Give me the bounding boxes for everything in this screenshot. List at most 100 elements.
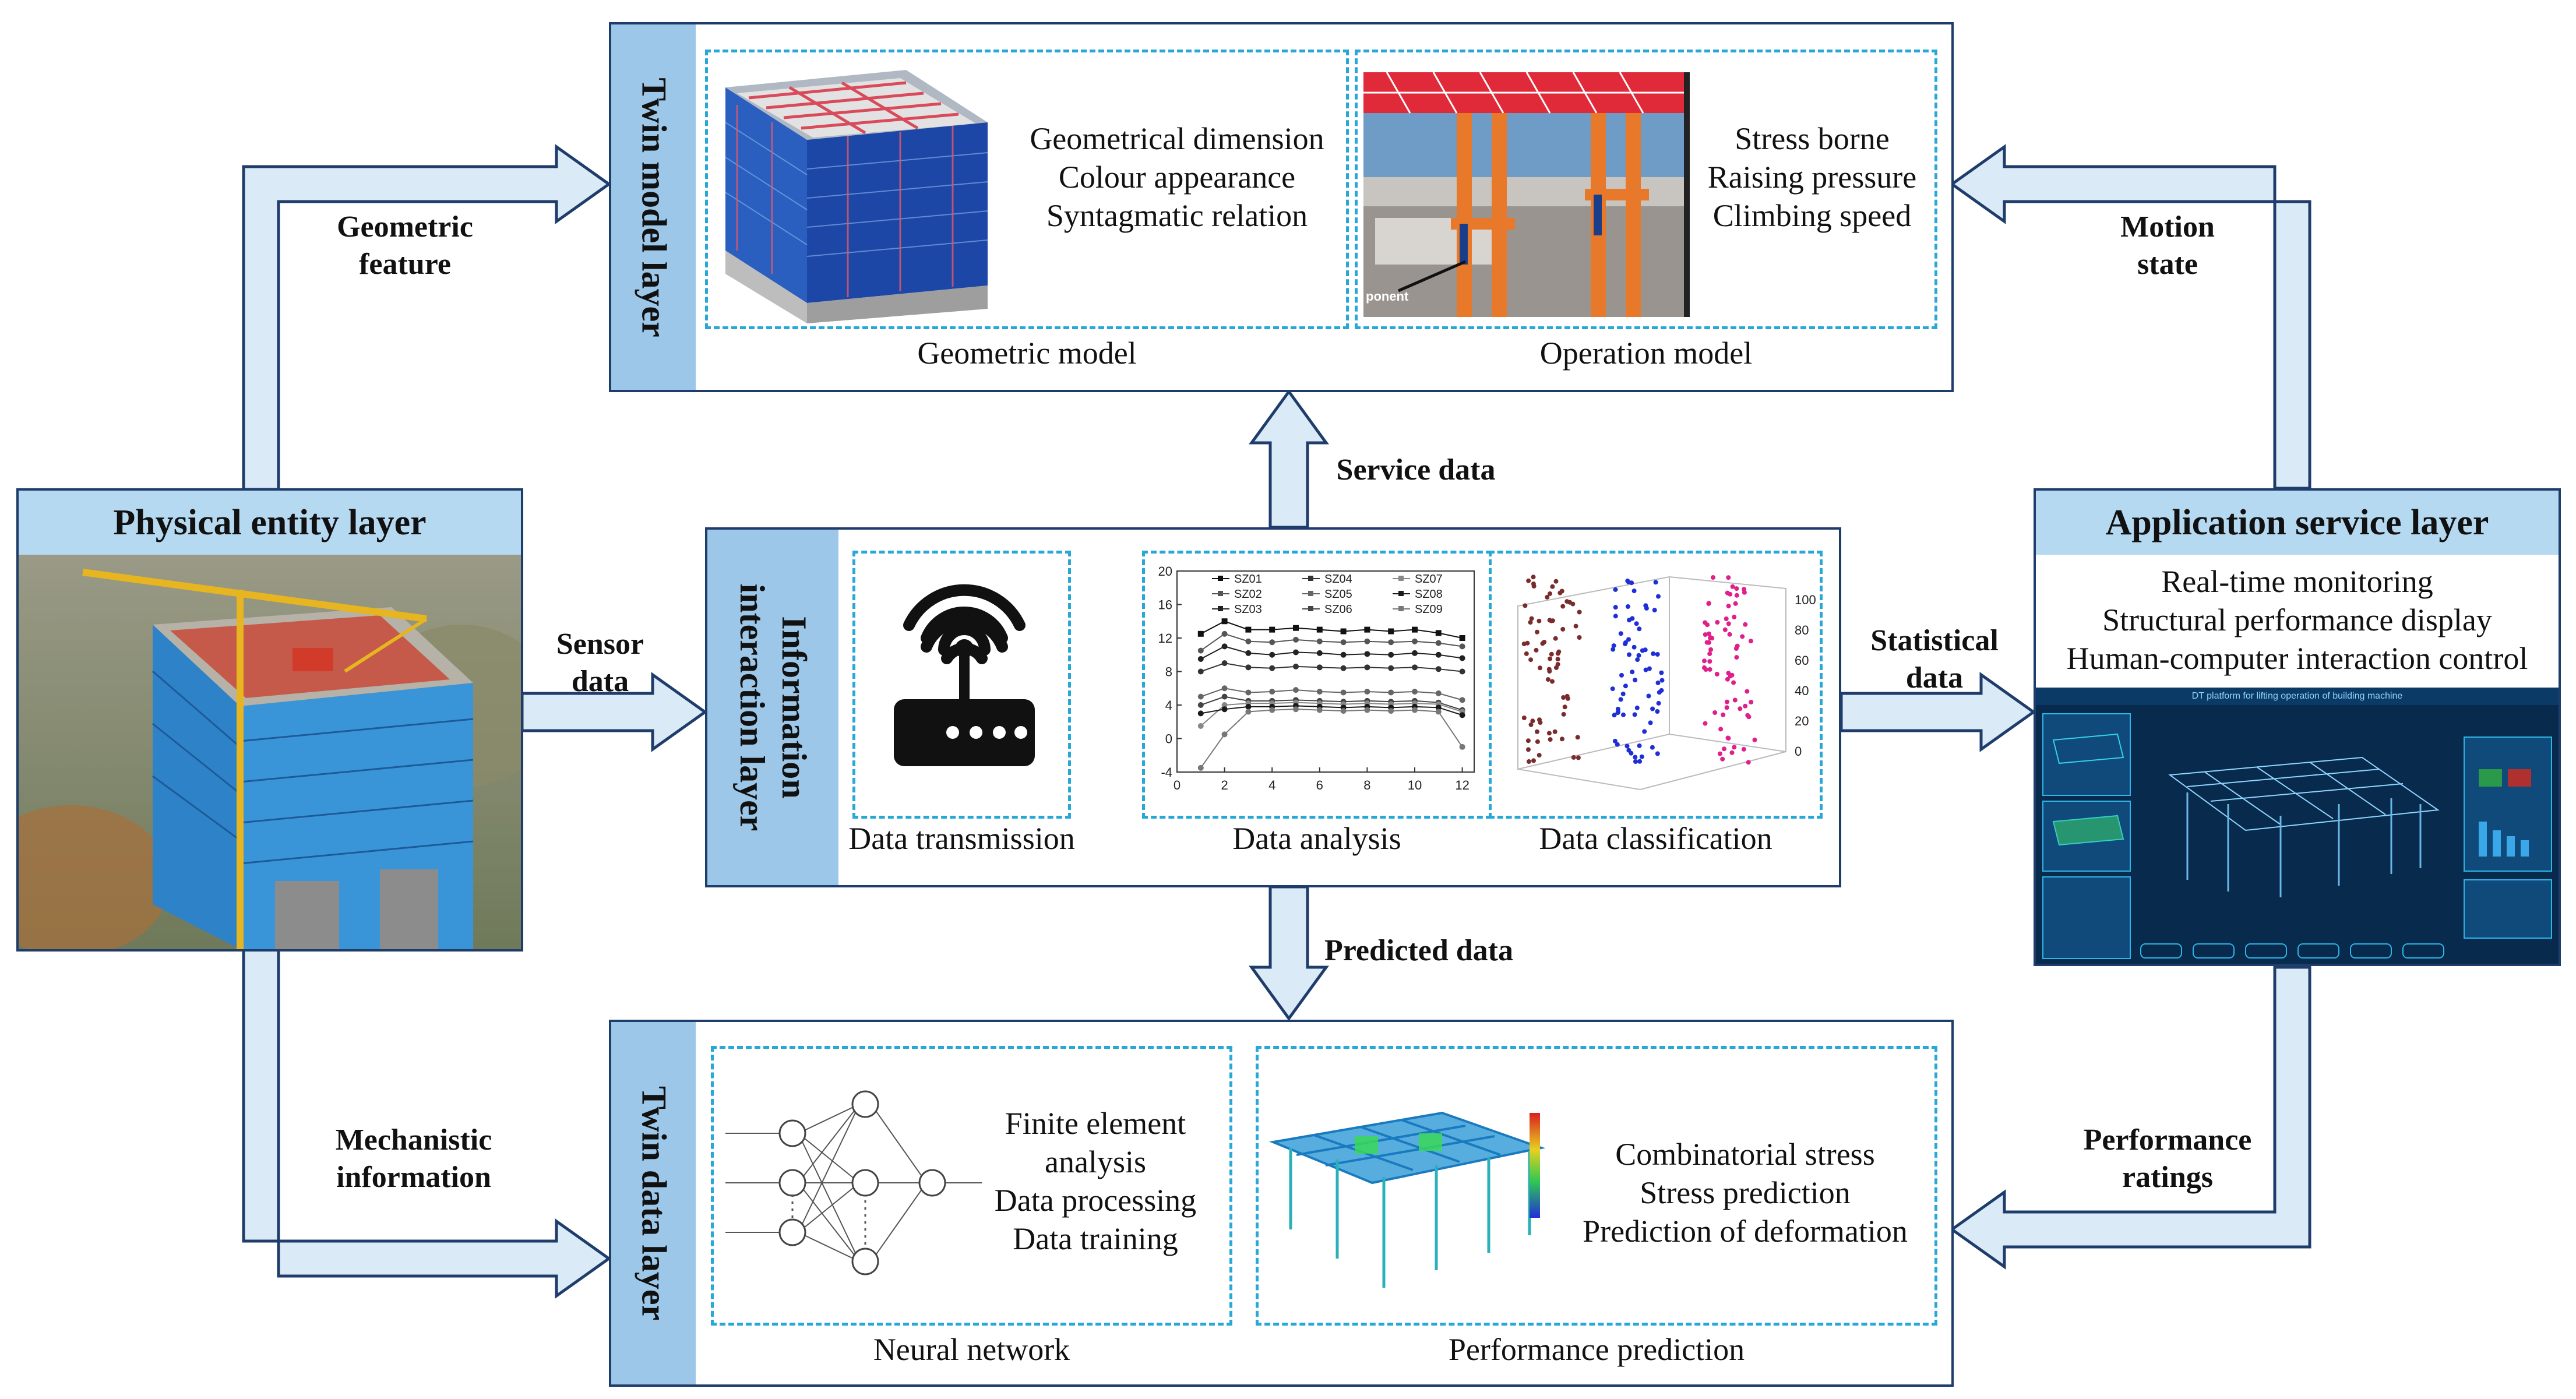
series-point-SZ04 xyxy=(1459,668,1465,675)
series-point-SZ04 xyxy=(1435,666,1442,672)
scatter-point-cluster-2 xyxy=(1611,643,1616,649)
operation-model-features: Stress borne Raising pressure Climbing s… xyxy=(1707,121,1917,233)
scatter-point-cluster-2 xyxy=(1640,648,1645,653)
scatter-point-cluster-1 xyxy=(1577,635,1582,640)
scatter-point-cluster-3 xyxy=(1724,616,1729,621)
series-point-SZ06 xyxy=(1221,693,1228,700)
scatter-point-cluster-2 xyxy=(1623,640,1628,645)
series-point-SZ05 xyxy=(1245,689,1252,696)
scatter-point-cluster-2 xyxy=(1633,759,1638,764)
scatter-point-cluster-3 xyxy=(1707,659,1712,664)
scatter-point-cluster-2 xyxy=(1612,713,1617,718)
scatter-point-cluster-1 xyxy=(1528,620,1533,625)
application-service-layer-title: Application service layer xyxy=(2036,491,2559,555)
scatter-point-cluster-3 xyxy=(1705,622,1710,628)
scatter-point-cluster-3 xyxy=(1707,667,1712,672)
series-point-SZ01 xyxy=(1221,618,1228,625)
scatter-point-cluster-1 xyxy=(1528,722,1534,727)
scatter-point-cluster-2 xyxy=(1653,580,1658,585)
x-tick-label: 0 xyxy=(1174,778,1180,792)
series-point-SZ02 xyxy=(1459,643,1465,650)
scatter-point-cluster-1 xyxy=(1525,738,1531,743)
scatter-point-cluster-3 xyxy=(1724,705,1729,710)
scatter-point-cluster-2 xyxy=(1631,644,1637,650)
scatter-point-cluster-1 xyxy=(1538,665,1542,671)
legend-marker xyxy=(1398,576,1404,581)
scatter-point-cluster-2 xyxy=(1651,651,1656,656)
scatter-point-cluster-3 xyxy=(1752,737,1757,742)
series-point-SZ04 xyxy=(1221,660,1228,667)
scatter-point-cluster-3 xyxy=(1730,584,1735,589)
legend-entry: SZ08 xyxy=(1415,588,1443,601)
scatter-point-cluster-2 xyxy=(1637,759,1643,764)
neural-network-panel xyxy=(711,1046,1232,1326)
data-analysis-caption: Data analysis xyxy=(1232,821,1401,856)
scatter-point-cluster-1 xyxy=(1560,604,1566,609)
twin-data-layer: Twin data layer xyxy=(609,1020,1954,1387)
scatter-point-cluster-3 xyxy=(1732,745,1737,750)
legend-entry: SZ03 xyxy=(1234,603,1262,616)
series-point-SZ01 xyxy=(1269,626,1275,633)
scatter-point-cluster-3 xyxy=(1729,750,1735,755)
series-point-SZ05 xyxy=(1197,693,1204,700)
series-point-SZ09 xyxy=(1221,731,1228,738)
label-predicted-data: Predicted data xyxy=(1324,934,1513,967)
scatter-point-cluster-1 xyxy=(1548,591,1552,596)
series-line-SZ09 xyxy=(1200,709,1463,769)
scatter-point-cluster-1 xyxy=(1571,755,1576,760)
series-point-SZ04 xyxy=(1197,668,1204,675)
scatter-point-cluster-2 xyxy=(1624,743,1630,749)
series-point-SZ05 xyxy=(1293,687,1299,693)
scatter-point-cluster-1 xyxy=(1573,623,1578,629)
scatter-point-cluster-3 xyxy=(1733,601,1738,606)
series-point-SZ01 xyxy=(1388,628,1394,635)
dt-platform-screen-graphics xyxy=(2042,713,2552,959)
arrow-service-data xyxy=(1249,389,1329,529)
operation-model-panel xyxy=(1355,50,1937,329)
scatter-point-cluster-1 xyxy=(1521,716,1527,720)
series-line-SZ03 xyxy=(1200,646,1463,660)
scatter-point-cluster-3 xyxy=(1734,586,1739,591)
series-point-SZ01 xyxy=(1459,635,1465,641)
scatter-point-cluster-3 xyxy=(1708,636,1713,640)
scatter-point-cluster-2 xyxy=(1650,706,1655,711)
scatter-point-cluster-1 xyxy=(1549,651,1554,657)
scatter-point-cluster-3 xyxy=(1734,655,1739,660)
series-point-SZ01 xyxy=(1245,626,1252,633)
arrow-statistical-data xyxy=(1840,672,2036,752)
physical-entity-layer: Physical entity layer xyxy=(16,488,523,952)
scatter-point-cluster-1 xyxy=(1555,662,1560,667)
y-tick-label: 16 xyxy=(1158,598,1172,612)
scatter-point-cluster-2 xyxy=(1636,653,1641,658)
scatter-point-cluster-1 xyxy=(1576,755,1581,760)
scatter-point-cluster-2 xyxy=(1637,626,1642,632)
series-point-SZ09 xyxy=(1435,709,1442,715)
arrow-performance-ratings xyxy=(1949,965,2311,1270)
legend-marker xyxy=(1308,576,1313,581)
scatter-point-cluster-3 xyxy=(1724,699,1729,704)
scatter-point-cluster-1 xyxy=(1567,600,1573,605)
scatter-point-cluster-2 xyxy=(1655,652,1660,657)
series-point-SZ01 xyxy=(1412,626,1418,633)
geometric-model-features: Geometrical dimension Colour appearance … xyxy=(1030,121,1324,233)
scatter-point-cluster-3 xyxy=(1721,712,1726,717)
scatter-point-cluster-2 xyxy=(1620,691,1626,696)
series-line-SZ06 xyxy=(1200,696,1463,711)
series-point-SZ07 xyxy=(1221,702,1228,708)
scatter-point-cluster-1 xyxy=(1525,640,1530,646)
scatter-point-cluster-3 xyxy=(1732,614,1737,619)
line-chart-frame xyxy=(1176,570,1475,773)
z-tick-label: 40 xyxy=(1795,683,1809,698)
scatter-point-cluster-1 xyxy=(1537,753,1542,758)
scatter-point-cluster-3 xyxy=(1718,727,1724,732)
series-point-SZ07 xyxy=(1197,723,1204,729)
data-transmission-caption: Data transmission xyxy=(848,821,1075,856)
scatter-point-cluster-3 xyxy=(1726,736,1731,741)
scatter-point-cluster-2 xyxy=(1643,667,1648,672)
series-point-SZ03 xyxy=(1435,651,1442,658)
scatter-point-cluster-3 xyxy=(1745,689,1750,694)
series-point-SZ09 xyxy=(1340,708,1347,714)
